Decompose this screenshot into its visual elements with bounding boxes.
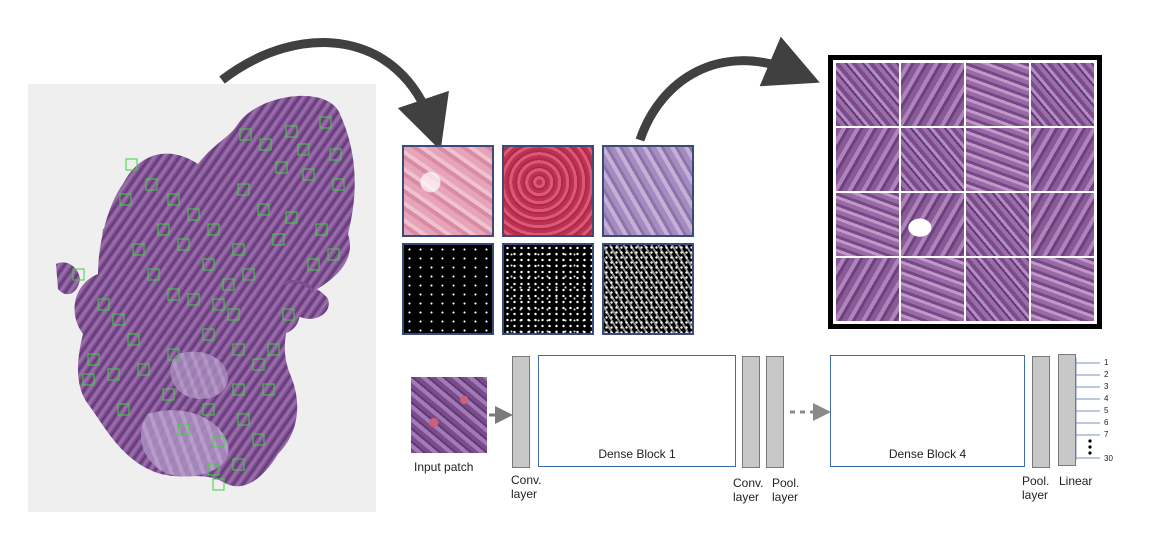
mosaic-tile [1031, 63, 1094, 126]
dense-block-4 [830, 355, 1025, 467]
pool-layer-2 [1032, 356, 1050, 468]
conv-layer-1-label: Conv. layer [511, 473, 542, 501]
output-label: 7 [1104, 430, 1109, 439]
mask-sparse [402, 243, 494, 335]
patch-mosaic [828, 55, 1102, 329]
linear-label: Linear [1059, 474, 1093, 488]
mosaic-tile [836, 128, 899, 191]
mosaic-tile [836, 63, 899, 126]
ellipsis-dots [1088, 439, 1092, 455]
pool-layer-2-label: Pool. layer [1022, 474, 1050, 502]
mosaic-tile [836, 193, 899, 256]
mosaic-tile [901, 193, 964, 256]
tissue-section [56, 95, 355, 491]
patches-to-mosaic-arrow [635, 36, 820, 142]
whole-slide-image [28, 84, 376, 512]
output-label: 3 [1104, 382, 1109, 391]
mosaic-tile [1031, 193, 1094, 256]
input-patch-image [411, 377, 487, 453]
linear-layer [1058, 354, 1076, 466]
mosaic-tile [836, 258, 899, 321]
conv-layer-2-label: Conv. layer [733, 476, 764, 504]
dense-block-1-label: Dense Block 1 [598, 447, 676, 461]
conv-layer-2 [742, 356, 760, 468]
mosaic-tile [901, 63, 964, 126]
mosaic-tile [1031, 258, 1094, 321]
mask-dense [602, 243, 694, 335]
output-lines [1075, 358, 1100, 460]
output-label: 30 [1104, 454, 1113, 463]
output-label: 2 [1104, 370, 1109, 379]
output-label: 4 [1104, 394, 1109, 403]
patch-red [502, 145, 594, 237]
output-label: 5 [1104, 406, 1109, 415]
conv-layer-1 [512, 356, 530, 468]
pool-layer-1-label: Pool. layer [772, 476, 800, 504]
output-label: 6 [1104, 418, 1109, 427]
mosaic-tile [966, 258, 1029, 321]
patch-light-pink [402, 145, 494, 237]
mosaic-tile [1031, 128, 1094, 191]
input-patch-label: Input patch [414, 460, 474, 474]
pool-layer-1 [766, 356, 784, 468]
mask-medium [502, 243, 594, 335]
dense-block-1 [538, 355, 736, 467]
mosaic-tile [966, 193, 1029, 256]
dense-block-4-label: Dense Block 4 [888, 447, 967, 461]
mosaic-tile [966, 128, 1029, 191]
mosaic-tile [966, 63, 1029, 126]
mosaic-tile [901, 258, 964, 321]
output-label: 1 [1104, 358, 1109, 367]
slide-to-patches-arrow [219, 38, 449, 151]
patch-purple [602, 145, 694, 237]
mosaic-tile [901, 128, 964, 191]
